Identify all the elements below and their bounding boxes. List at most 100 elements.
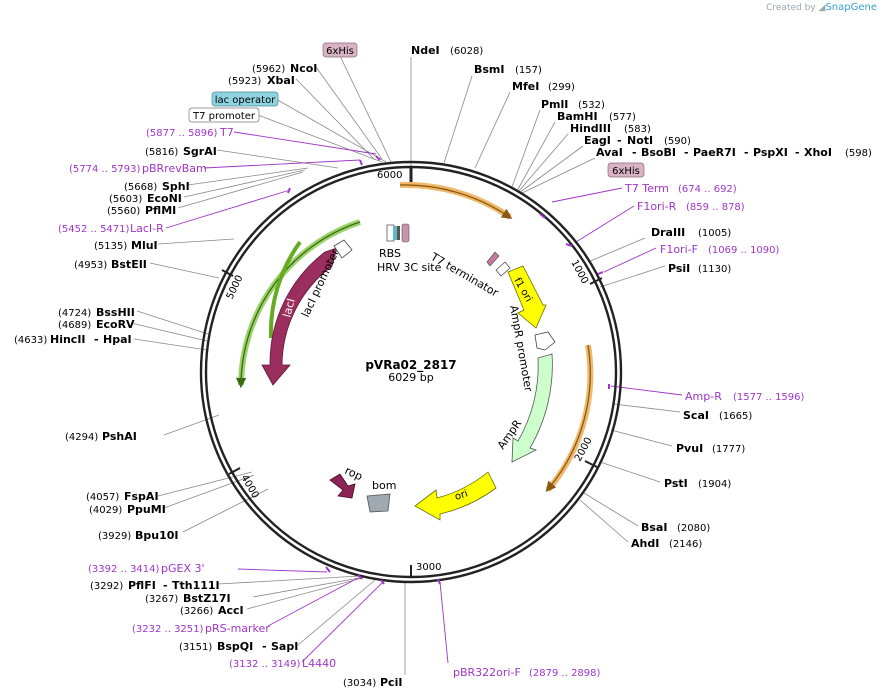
enzyme-bspqi: BspQI xyxy=(217,640,253,653)
leader-lines xyxy=(130,55,681,675)
primer-f1ori-r-pos: (859 .. 878) xyxy=(686,202,745,213)
primer-pbrrevbam-pos: (5774 .. 5793) xyxy=(69,164,141,175)
enzyme-pvui: PvuI xyxy=(676,442,703,455)
enzyme-paer7i: PaeR7I xyxy=(693,146,736,159)
enzyme-xhoi: XhoI xyxy=(804,146,832,159)
primer-f1ori-f: F1ori-F xyxy=(660,243,698,256)
snapgene-credit: Created by ◢SnapGene xyxy=(766,2,877,13)
enzyme-psii: PsiI xyxy=(668,262,690,275)
rop-feature xyxy=(329,473,356,499)
primer-pbrrevbam: pBRrevBam xyxy=(142,162,207,175)
enzyme-ahdi: AhdI xyxy=(631,537,659,550)
enzyme-bamhi: BamHI xyxy=(557,110,598,123)
orf-inner-band xyxy=(268,240,302,339)
enzyme-pcii-pos: (3034) xyxy=(343,678,376,689)
tick-mark-1000 xyxy=(589,277,603,285)
enzyme-pcii: PciI xyxy=(380,676,402,689)
enzyme-noti: NotI xyxy=(627,134,653,147)
enzyme-mfei: MfeI xyxy=(512,80,539,93)
primer-amp-r: Amp-R xyxy=(685,390,722,403)
hrv-3c-feature xyxy=(393,226,397,240)
enzyme-avai-sep4: - xyxy=(795,146,800,159)
his-top-box xyxy=(322,42,358,58)
primer-t7term-pos: (674 .. 692) xyxy=(678,184,737,195)
primer-amp-r-pos: (1577 .. 1596) xyxy=(733,392,805,403)
enzyme-bsmi-pos: (157) xyxy=(515,65,542,76)
primer-t7-pos: (5877 .. 5896) xyxy=(146,128,218,139)
primer-l4440: L4440 xyxy=(302,657,336,670)
t7-terminator-arrow xyxy=(495,261,511,277)
enzyme-psii-pos: (1130) xyxy=(698,264,731,275)
primer-laci-r-pos: (5452 .. 5471) xyxy=(58,224,130,235)
enzyme-bsteii: BstEII xyxy=(111,258,147,271)
enzyme-ppumi: PpuMI xyxy=(127,503,166,516)
enzyme-econi-pos: (5603) xyxy=(109,194,142,205)
enzyme-ncoi: NcoI xyxy=(290,62,317,75)
enzyme-hincii-sep: - xyxy=(94,333,99,346)
enzyme-bspqi-pos: (3151) xyxy=(179,642,212,653)
enzyme-hincii: HincII xyxy=(50,333,86,346)
ampr-promoter-arrow xyxy=(534,331,556,351)
primer-pbr322ori-f-pos: (2879 .. 2898) xyxy=(529,668,601,679)
enzyme-ncoi-pos: (5962) xyxy=(252,64,285,75)
enzyme-bsmi: BsmI xyxy=(474,63,505,76)
enzyme-bspqi-sep: - xyxy=(262,640,267,653)
enzyme-draiii: DraIII xyxy=(651,226,685,239)
enzyme-eagi: EagI xyxy=(584,134,611,147)
primer-leader-lines xyxy=(165,131,683,664)
enzyme-bstz17i: BstZ17I xyxy=(183,592,231,605)
primer-l4440-pos: (3132 .. 3149) xyxy=(229,659,301,670)
credit-brand: SnapGene xyxy=(825,2,877,13)
primer-pgex3: pGEX 3' xyxy=(161,562,205,575)
enzyme-acci-pos: (3266) xyxy=(180,606,213,617)
f1-ori-feature xyxy=(507,265,547,329)
enzyme-mfei-pos: (299) xyxy=(548,82,575,93)
enzyme-hindiii-pos: (583) xyxy=(624,124,651,135)
enzyme-pflfi-sep: - xyxy=(163,579,168,592)
ori-label: ori xyxy=(454,488,470,502)
his-top-label: 6xHis xyxy=(326,46,354,57)
primer-t7: T7 xyxy=(219,126,234,139)
bom-label: bom xyxy=(372,479,396,492)
enzyme-hpai: HpaI xyxy=(103,333,132,346)
enzyme-pspxi: PspXI xyxy=(753,146,788,159)
enzyme-bsshii-pos: (4724) xyxy=(58,308,91,319)
enzyme-sphi: SphI xyxy=(162,180,190,193)
plasmid-size: 6029 bp xyxy=(388,371,433,384)
enzyme-pflmi-pos: (5560) xyxy=(107,206,140,217)
enzyme-scai: ScaI xyxy=(683,409,709,422)
enzyme-pshai: PshAI xyxy=(102,430,137,443)
tick-mark-2000 xyxy=(584,460,598,468)
tick-label-1000: 1000 xyxy=(568,258,590,286)
credit-prefix: Created by xyxy=(766,3,816,13)
laci-feature xyxy=(261,247,338,386)
enzyme-xbai-pos: (5923) xyxy=(228,76,261,87)
enzyme-bsteii-pos: (4953) xyxy=(74,260,107,271)
enzyme-mlui-pos: (5135) xyxy=(94,241,127,252)
rop-label: rop xyxy=(343,464,365,483)
enzyme-bsai: BsaI xyxy=(641,521,667,534)
ori-feature xyxy=(414,471,497,521)
enzyme-acci: AccI xyxy=(218,604,244,617)
primer-prs-marker: pRS-marker xyxy=(205,622,270,635)
primer-t7term: T7 Term xyxy=(624,182,669,195)
enzyme-avai-sep: - xyxy=(632,146,637,159)
enzyme-fspai-pos: (4057) xyxy=(86,492,119,503)
enzyme-psti-pos: (1904) xyxy=(698,479,731,490)
enzyme-pflfi-pos: (3292) xyxy=(90,581,123,592)
enzyme-bamhi-pos: (577) xyxy=(609,112,636,123)
enzyme-bsshii: BssHII xyxy=(96,306,135,319)
primer-pgex3-pos: (3392 .. 3414) xyxy=(88,564,160,575)
enzyme-ecorv-pos: (4689) xyxy=(58,320,91,331)
t7-promoter-feature xyxy=(401,223,410,243)
his-right-box xyxy=(607,162,645,178)
enzyme-ndei-pos: (6028) xyxy=(450,46,483,57)
enzyme-bsobi: BsoBI xyxy=(641,146,676,159)
enzyme-ndei: NdeI xyxy=(411,44,440,57)
enzyme-ppumi-pos: (4029) xyxy=(89,505,122,516)
enzyme-pvui-pos: (1777) xyxy=(712,444,745,455)
t7-promoter-box xyxy=(188,107,260,123)
enzyme-sgrai: SgrAI xyxy=(183,145,217,158)
enzyme-ahdi-pos: (2146) xyxy=(669,539,702,550)
